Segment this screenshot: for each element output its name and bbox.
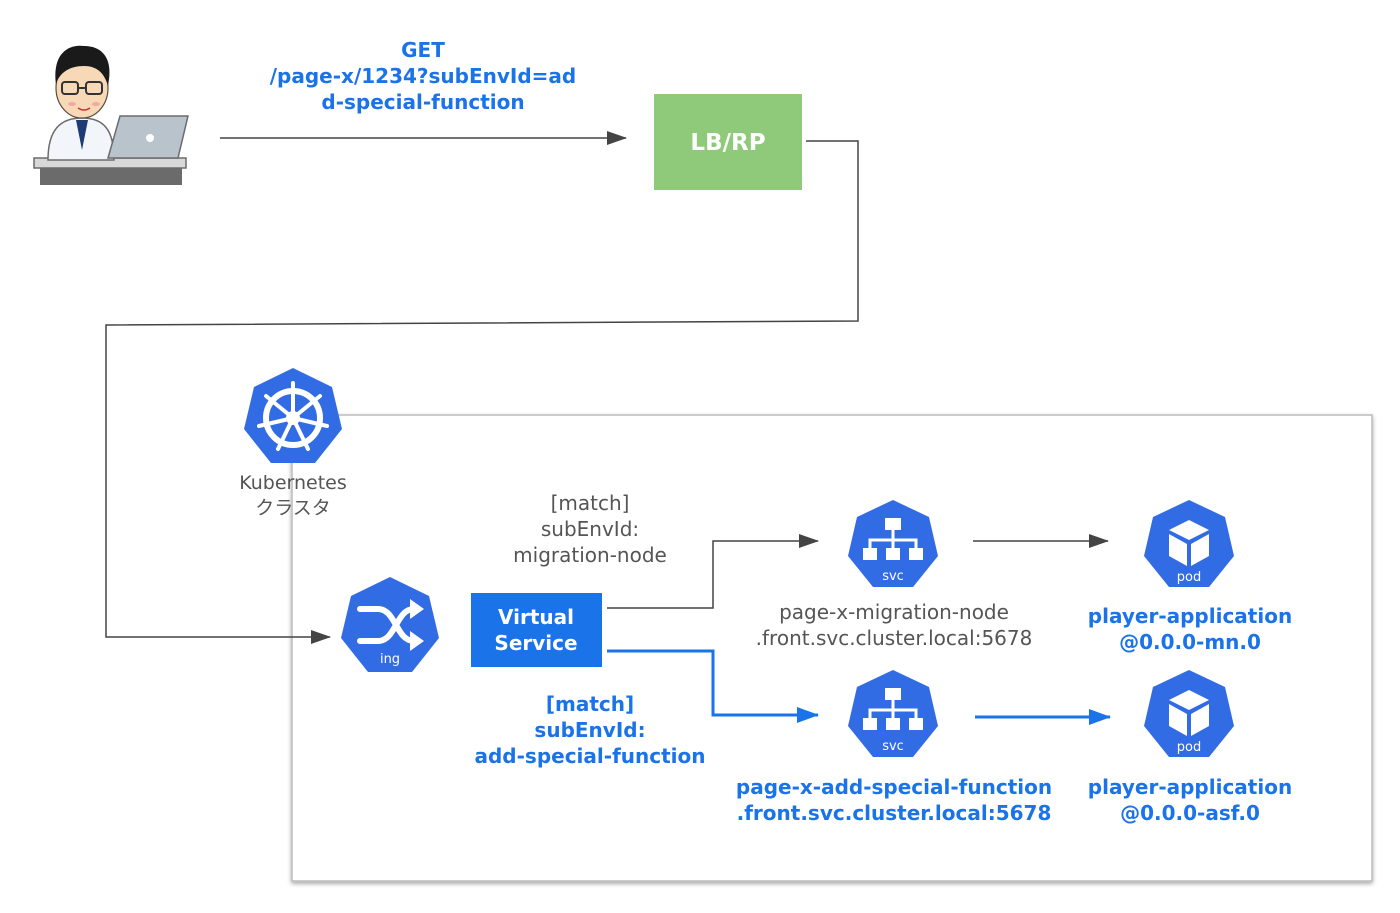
ingress-node: ing: [341, 577, 439, 672]
migration-service-node: svc: [848, 500, 938, 587]
migration-route-arrow: [607, 534, 819, 609]
migration-match-line3: migration-node: [513, 543, 667, 567]
migration-match-line2: subEnvId:: [541, 517, 639, 541]
special-service-node: svc: [848, 670, 938, 757]
request-path-line2: d-special-function: [321, 90, 524, 114]
cube-icon: [1144, 670, 1234, 757]
request-method: GET: [401, 38, 445, 62]
load-balancer-label: LB/RP: [690, 130, 765, 156]
virtual-service-label-line2: Service: [494, 631, 577, 655]
special-svc-caption: svc: [882, 739, 904, 754]
special-svc-host-line2: .front.svc.cluster.local:5678: [737, 801, 1052, 825]
special-pod-node: pod: [1144, 670, 1234, 757]
cube-icon: [1144, 500, 1234, 587]
user-at-laptop-icon: [33, 45, 189, 185]
ingress-caption: ing: [380, 652, 400, 667]
migration-pod-app-line2: @0.0.0-mn.0: [1119, 630, 1261, 654]
special-svc-host-line1: page-x-add-special-function: [736, 775, 1052, 799]
special-pod-app-line1: player-application: [1088, 775, 1292, 799]
special-pod-app-line2: @0.0.0-asf.0: [1120, 801, 1260, 825]
migration-pod-caption: pod: [1177, 570, 1201, 585]
migration-pod-node: pod: [1144, 500, 1234, 587]
migration-svc-host-line2: .front.svc.cluster.local:5678: [756, 626, 1033, 650]
load-balancer-box: [654, 94, 802, 190]
special-route-arrow: [607, 649, 819, 723]
special-match-line2: subEnvId:: [534, 718, 645, 742]
cluster-name-line1: Kubernetes: [239, 472, 347, 494]
migration-match-line1: [match]: [551, 491, 630, 515]
cluster-name-line2: クラスタ: [255, 497, 331, 519]
shuffle-icon: [341, 577, 439, 672]
migration-pod-app-line1: player-application: [1088, 604, 1292, 628]
special-match-line3: add-special-function: [474, 744, 705, 768]
special-match-line1: [match]: [546, 692, 634, 716]
migration-svc-host-line1: page-x-migration-node: [779, 600, 1009, 624]
migration-svc-caption: svc: [882, 569, 904, 584]
virtual-service-box: [471, 593, 602, 667]
special-pod-caption: pod: [1177, 740, 1201, 755]
request-path-line1: /page-x/1234?subEnvId=ad: [270, 64, 577, 88]
kubernetes-helm-icon: [244, 368, 342, 463]
virtual-service-label-line1: Virtual: [498, 605, 574, 629]
lb-to-ingress-connector: [105, 140, 859, 644]
